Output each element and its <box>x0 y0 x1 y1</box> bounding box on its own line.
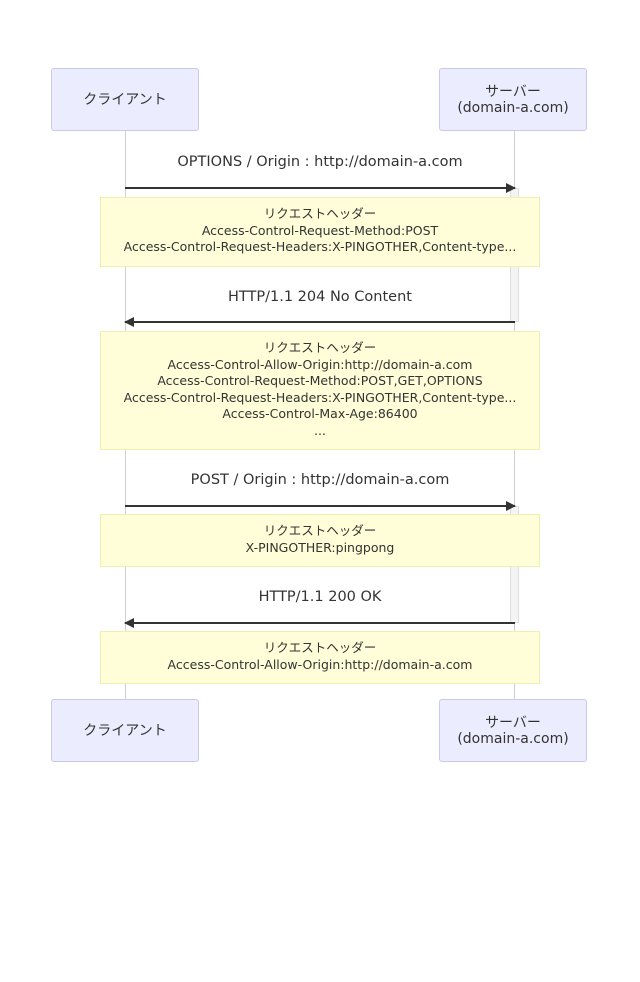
note-line: Access-Control-Request-Headers:X-PINGOTH… <box>123 389 517 405</box>
note-line: X-PINGOTHER:pingpong <box>245 539 395 555</box>
arrowhead-left <box>124 317 134 327</box>
note-title: リクエストヘッダー <box>263 340 377 355</box>
note-line: Access-Control-Request-Headers:X-PINGOTH… <box>123 239 517 254</box>
note-line: Access-Control-Allow-Origin:http://domai… <box>167 656 473 672</box>
server-actor-bottom: サーバー (domain-a.com) <box>439 699 587 762</box>
response-arrow <box>124 317 515 327</box>
message-label: POST / Origin : http://domain-a.com <box>190 472 450 488</box>
message-label: HTTP/1.1 200 OK <box>258 589 382 605</box>
arrowhead-right <box>506 183 516 193</box>
response-header-note: リクエストヘッダー Access-Control-Allow-Origin:ht… <box>100 331 540 450</box>
note-line: Access-Control-Allow-Origin:http://domai… <box>167 356 473 372</box>
client-actor-bottom: クライアント <box>51 699 199 762</box>
request-arrow <box>125 501 516 511</box>
note-title: リクエストヘッダー <box>263 206 377 221</box>
message-label: OPTIONS / Origin : http://domain-a.com <box>177 154 463 170</box>
client-actor-label: クライアント <box>83 722 167 739</box>
arrowhead-right <box>506 501 516 511</box>
request-header-note: リクエストヘッダー Access-Control-Request-Method:… <box>100 197 540 267</box>
note-line: Access-Control-Request-Method:POST <box>201 222 439 238</box>
server-actor-label: サーバー (domain-a.com) <box>457 83 569 116</box>
client-actor-label: クライアント <box>83 91 167 108</box>
response-arrow <box>124 618 515 628</box>
note-title: リクエストヘッダー <box>263 640 377 655</box>
note-line: Access-Control-Max-Age:86400 <box>222 406 418 421</box>
server-actor-label: サーバー (domain-a.com) <box>457 714 569 747</box>
request-arrow <box>125 183 516 193</box>
response-header-note: リクエストヘッダー Access-Control-Allow-Origin:ht… <box>100 631 540 684</box>
request-header-note: リクエストヘッダー X-PINGOTHER:pingpong <box>100 514 540 567</box>
note-line: ... <box>314 422 326 438</box>
arrowhead-left <box>124 618 134 628</box>
note-line: Access-Control-Request-Method:POST,GET,O… <box>157 373 483 388</box>
note-title: リクエストヘッダー <box>263 523 377 538</box>
server-actor-top: サーバー (domain-a.com) <box>439 68 587 131</box>
client-actor-top: クライアント <box>51 68 199 131</box>
message-label: HTTP/1.1 204 No Content <box>228 289 412 305</box>
